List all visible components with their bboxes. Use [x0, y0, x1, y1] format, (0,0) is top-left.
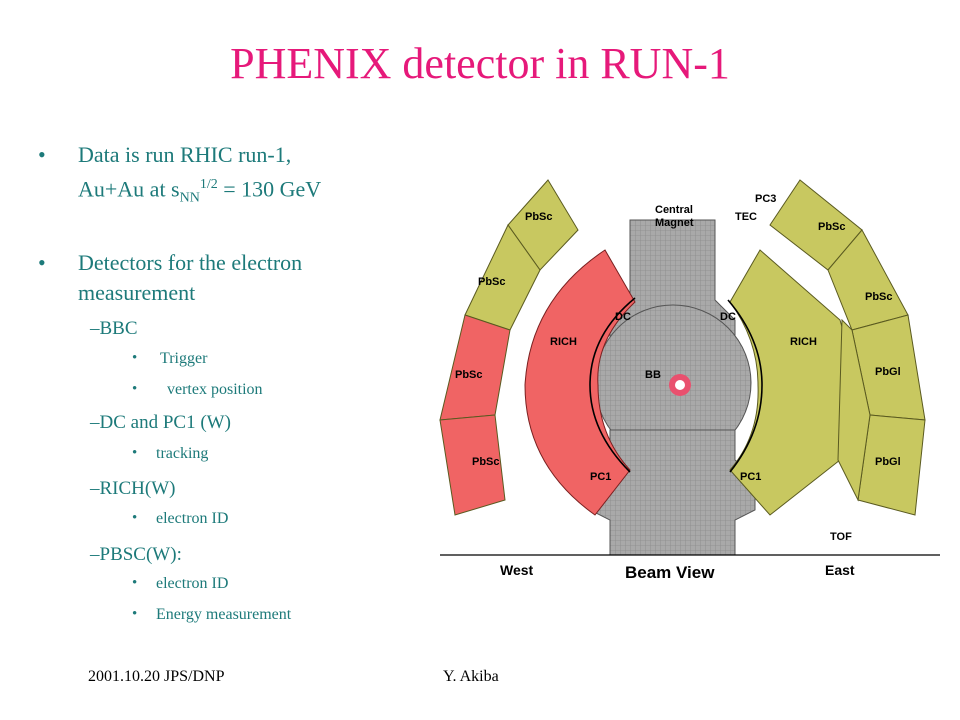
- bullet-glyph: •: [132, 381, 138, 397]
- label-pbsc-w2: PbSc: [478, 276, 506, 288]
- central-magnet: [589, 219, 756, 556]
- sub-item-rich: –RICH(W): [90, 478, 175, 500]
- subsub-item: • Energy measurement: [132, 606, 372, 626]
- label-west: West: [500, 562, 534, 578]
- bullet-data: • Data is run RHIC run-1, Au+Au at sNN1/…: [38, 140, 418, 206]
- label-magnet: Magnet: [655, 217, 694, 229]
- label-pbgl-e2: PbGl: [875, 456, 901, 468]
- bullet-data-sub: NN: [179, 190, 200, 206]
- label-central: Central: [655, 204, 693, 216]
- subsub-label: vertex position: [167, 381, 263, 398]
- east-calorimeter-stack: [769, 179, 926, 516]
- label-pbgl-e1: PbGl: [875, 366, 901, 378]
- west-pbsc-3: [439, 314, 511, 421]
- dash: –: [90, 478, 100, 499]
- sub-item-dc-pc1: –DC and PC1 (W): [90, 412, 231, 434]
- subsub-item: • tracking: [132, 445, 332, 465]
- label-dc-w: DC: [615, 311, 631, 323]
- bullet-data-line2: Au+Au at sNN1/2 = 130 GeV: [78, 170, 321, 213]
- west-pbsc-4: [439, 414, 506, 516]
- label-dc-e: DC: [720, 311, 736, 323]
- subsub-item: • electron ID: [132, 510, 332, 530]
- label-pbsc-w3: PbSc: [455, 369, 483, 381]
- beam-pipe: [669, 374, 691, 396]
- east-tof: [837, 318, 871, 502]
- subsub-label: tracking: [156, 445, 209, 462]
- bullet-glyph: •: [38, 250, 46, 275]
- sub-item-label: DC and PC1 (W): [99, 412, 231, 433]
- dash: –: [90, 412, 100, 433]
- label-east: East: [825, 562, 855, 578]
- footer-date: 2001.10.20 JPS/DNP: [88, 668, 225, 685]
- label-pc1-w: PC1: [590, 471, 611, 483]
- bullet-glyph: •: [132, 350, 138, 366]
- label-bb: BB: [645, 369, 661, 381]
- bullet-data-line2-pre: Au+Au at s: [78, 176, 180, 202]
- sub-item-label: PBSC(W):: [99, 544, 182, 565]
- dash: –: [90, 544, 100, 565]
- dash: –: [90, 318, 100, 339]
- west-rich: [524, 249, 636, 516]
- bullet-data-line1: Data is run RHIC run-1,: [78, 142, 292, 167]
- label-pbsc-w4: PbSc: [472, 456, 500, 468]
- subsub-item: • Trigger: [132, 350, 332, 370]
- bullet-glyph: •: [132, 575, 138, 591]
- sub-item-label: BBC: [99, 318, 138, 339]
- sub-item-label: RICH(W): [99, 478, 176, 499]
- phenix-detector-diagram: PbSc PbSc PbSc PbSc RICH RICH DC DC BB P…: [439, 179, 940, 582]
- east-dc-arc: [727, 299, 763, 473]
- label-pc3: PC3: [755, 193, 776, 205]
- west-pbsc-stack: [439, 179, 579, 516]
- subsub-label: Trigger: [160, 350, 208, 367]
- bullet-glyph: •: [132, 445, 138, 461]
- west-dc-arc: [589, 297, 636, 473]
- bullet-glyph: •: [132, 606, 138, 622]
- subsub-label: electron ID: [156, 510, 229, 527]
- label-pc1-e: PC1: [740, 471, 761, 483]
- bullet-glyph: •: [132, 510, 138, 526]
- subsub-label: Energy measurement: [156, 606, 292, 623]
- label-rich-e: RICH: [790, 336, 817, 348]
- label-beam-view: Beam View: [625, 563, 715, 582]
- bullet-detectors: • Detectors for the electron measurement: [38, 248, 418, 308]
- label-pbsc-w1: PbSc: [525, 211, 553, 223]
- bullet-data-line2-post: = 130 GeV: [217, 176, 322, 202]
- label-rich-w: RICH: [550, 336, 577, 348]
- subsub-item: • vertex position: [132, 381, 332, 401]
- slide-title: PHENIX detector in RUN-1: [230, 39, 730, 88]
- label-tof: TOF: [830, 531, 852, 543]
- label-pbsc-e1: PbSc: [818, 221, 846, 233]
- bullet-detectors-line2: measurement: [78, 280, 196, 305]
- sub-item-bbc: –BBC: [90, 318, 138, 340]
- bullet-detectors-line1: Detectors for the electron: [78, 250, 303, 275]
- subsub-item: • electron ID: [132, 575, 332, 595]
- bullet-data-sup: 1/2: [199, 177, 218, 192]
- label-pbsc-e2: PbSc: [865, 291, 893, 303]
- sub-item-pbsc: –PBSC(W):: [90, 544, 182, 566]
- subsub-label: electron ID: [156, 575, 229, 592]
- footer-author: Y. Akiba: [443, 668, 499, 685]
- label-tec: TEC: [735, 211, 757, 223]
- bullet-glyph: •: [38, 142, 46, 167]
